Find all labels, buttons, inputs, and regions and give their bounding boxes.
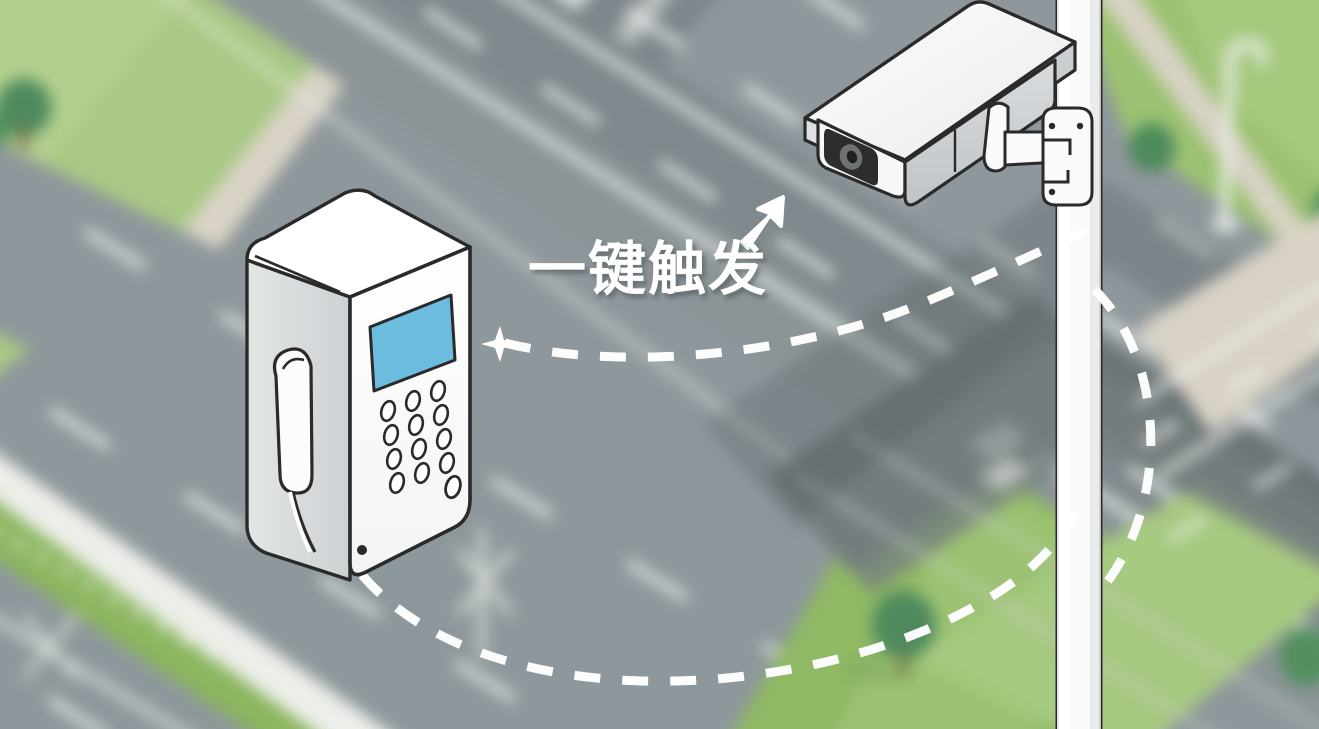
lcd-display — [368, 293, 457, 393]
status-indicator-dot — [357, 545, 367, 555]
keypad[interactable] — [379, 379, 456, 495]
signal-path-pole-arc — [1091, 286, 1156, 588]
signal-path-lower — [358, 509, 1079, 686]
sparkle-icon — [481, 326, 518, 362]
signal-path-upper — [503, 227, 1087, 362]
telephone-handset[interactable] — [272, 347, 314, 495]
page-title: 一键触发 — [528, 237, 769, 302]
trend-arrow-up-right-icon — [740, 195, 785, 250]
emergency-call-button[interactable] — [443, 474, 463, 500]
handset-cord — [291, 491, 317, 553]
camera-sunshade-hood — [803, 0, 1077, 162]
camera-wall-bracket — [1041, 106, 1094, 207]
emergency-phone-box[interactable] — [245, 188, 472, 582]
cctv-surveillance-camera[interactable] — [803, 0, 1094, 207]
phone-box-top-face — [245, 188, 472, 299]
